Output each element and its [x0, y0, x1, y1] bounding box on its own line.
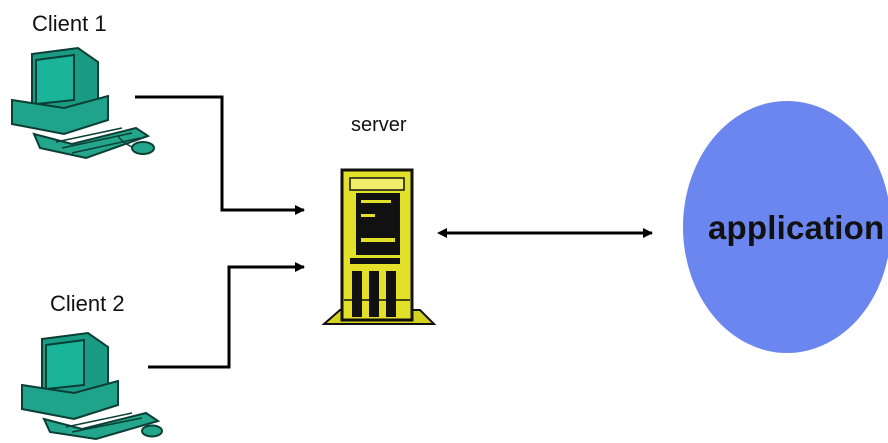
- client-2-label: Client 2: [50, 291, 125, 316]
- application-label: application: [708, 209, 885, 246]
- client1-to-server-connector: [135, 95, 305, 215]
- desktop-computer-icon: [11, 46, 155, 160]
- application-node: [683, 101, 888, 353]
- server-tower-icon: [321, 168, 437, 325]
- desktop-computer-icon: [21, 331, 163, 441]
- client2-to-server-connector: [148, 262, 305, 369]
- server-label: server: [351, 114, 407, 136]
- client-1-label: Client 1: [32, 11, 107, 36]
